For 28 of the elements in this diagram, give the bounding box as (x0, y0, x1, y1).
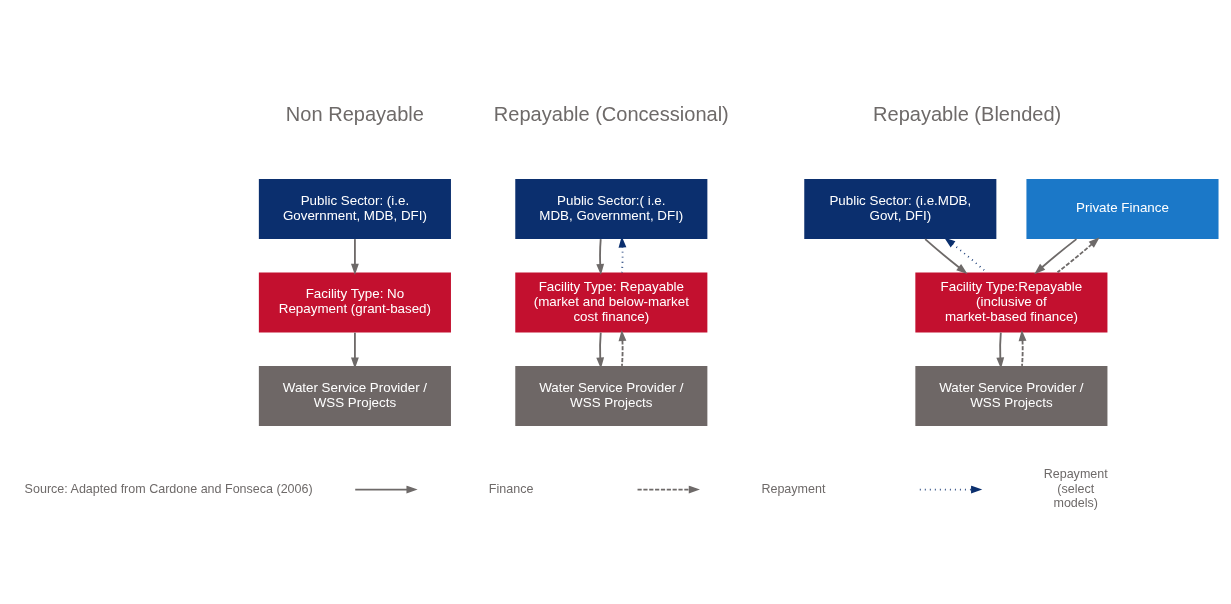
label: Source: Adapted from Cardone and Fonseca (2006) (24, 481, 313, 496)
arrow (924, 237, 968, 274)
node-box: Facility Type: Repayable (market and below-market cost finance) (515, 271, 708, 333)
arrow (1034, 237, 1078, 274)
label: Repayable (Blended) (873, 102, 1062, 125)
legend-label: Repayment (761, 481, 826, 496)
arrow (618, 329, 627, 367)
node-box: Water Service Provider / WSS Projects (258, 365, 451, 426)
arrow (351, 331, 359, 369)
node-box: Water Service Provider / WSS Projects (515, 365, 708, 426)
legend-label: Repayment (select models) (1043, 466, 1108, 510)
arrow (1056, 236, 1100, 273)
node-box: Private Finance (1026, 178, 1219, 239)
label: Non Repayable (285, 102, 424, 125)
node-box: Public Sector: (i.e.MDB, Govt, DFI) (804, 178, 997, 239)
arrow (1018, 329, 1027, 367)
arrow (996, 331, 1005, 369)
node-box: Facility Type:Repayable (inclusive of market-based finance) (915, 271, 1108, 333)
node-box: Public Sector:( i.e. MDB, Government, DFI) (515, 178, 708, 239)
arrow (596, 331, 605, 369)
arrow (944, 236, 988, 273)
arrow (351, 237, 359, 275)
legend-label: Finance (488, 481, 534, 496)
label: Repayable (Concessional) (493, 102, 729, 125)
node-box: Public Sector: (i.e. Government, MDB, DFI) (258, 178, 451, 239)
arrow (596, 237, 605, 275)
node-box: Facility Type: No Repayment (grant-based) (258, 271, 451, 333)
node-box: Water Service Provider / WSS Projects (915, 365, 1108, 426)
